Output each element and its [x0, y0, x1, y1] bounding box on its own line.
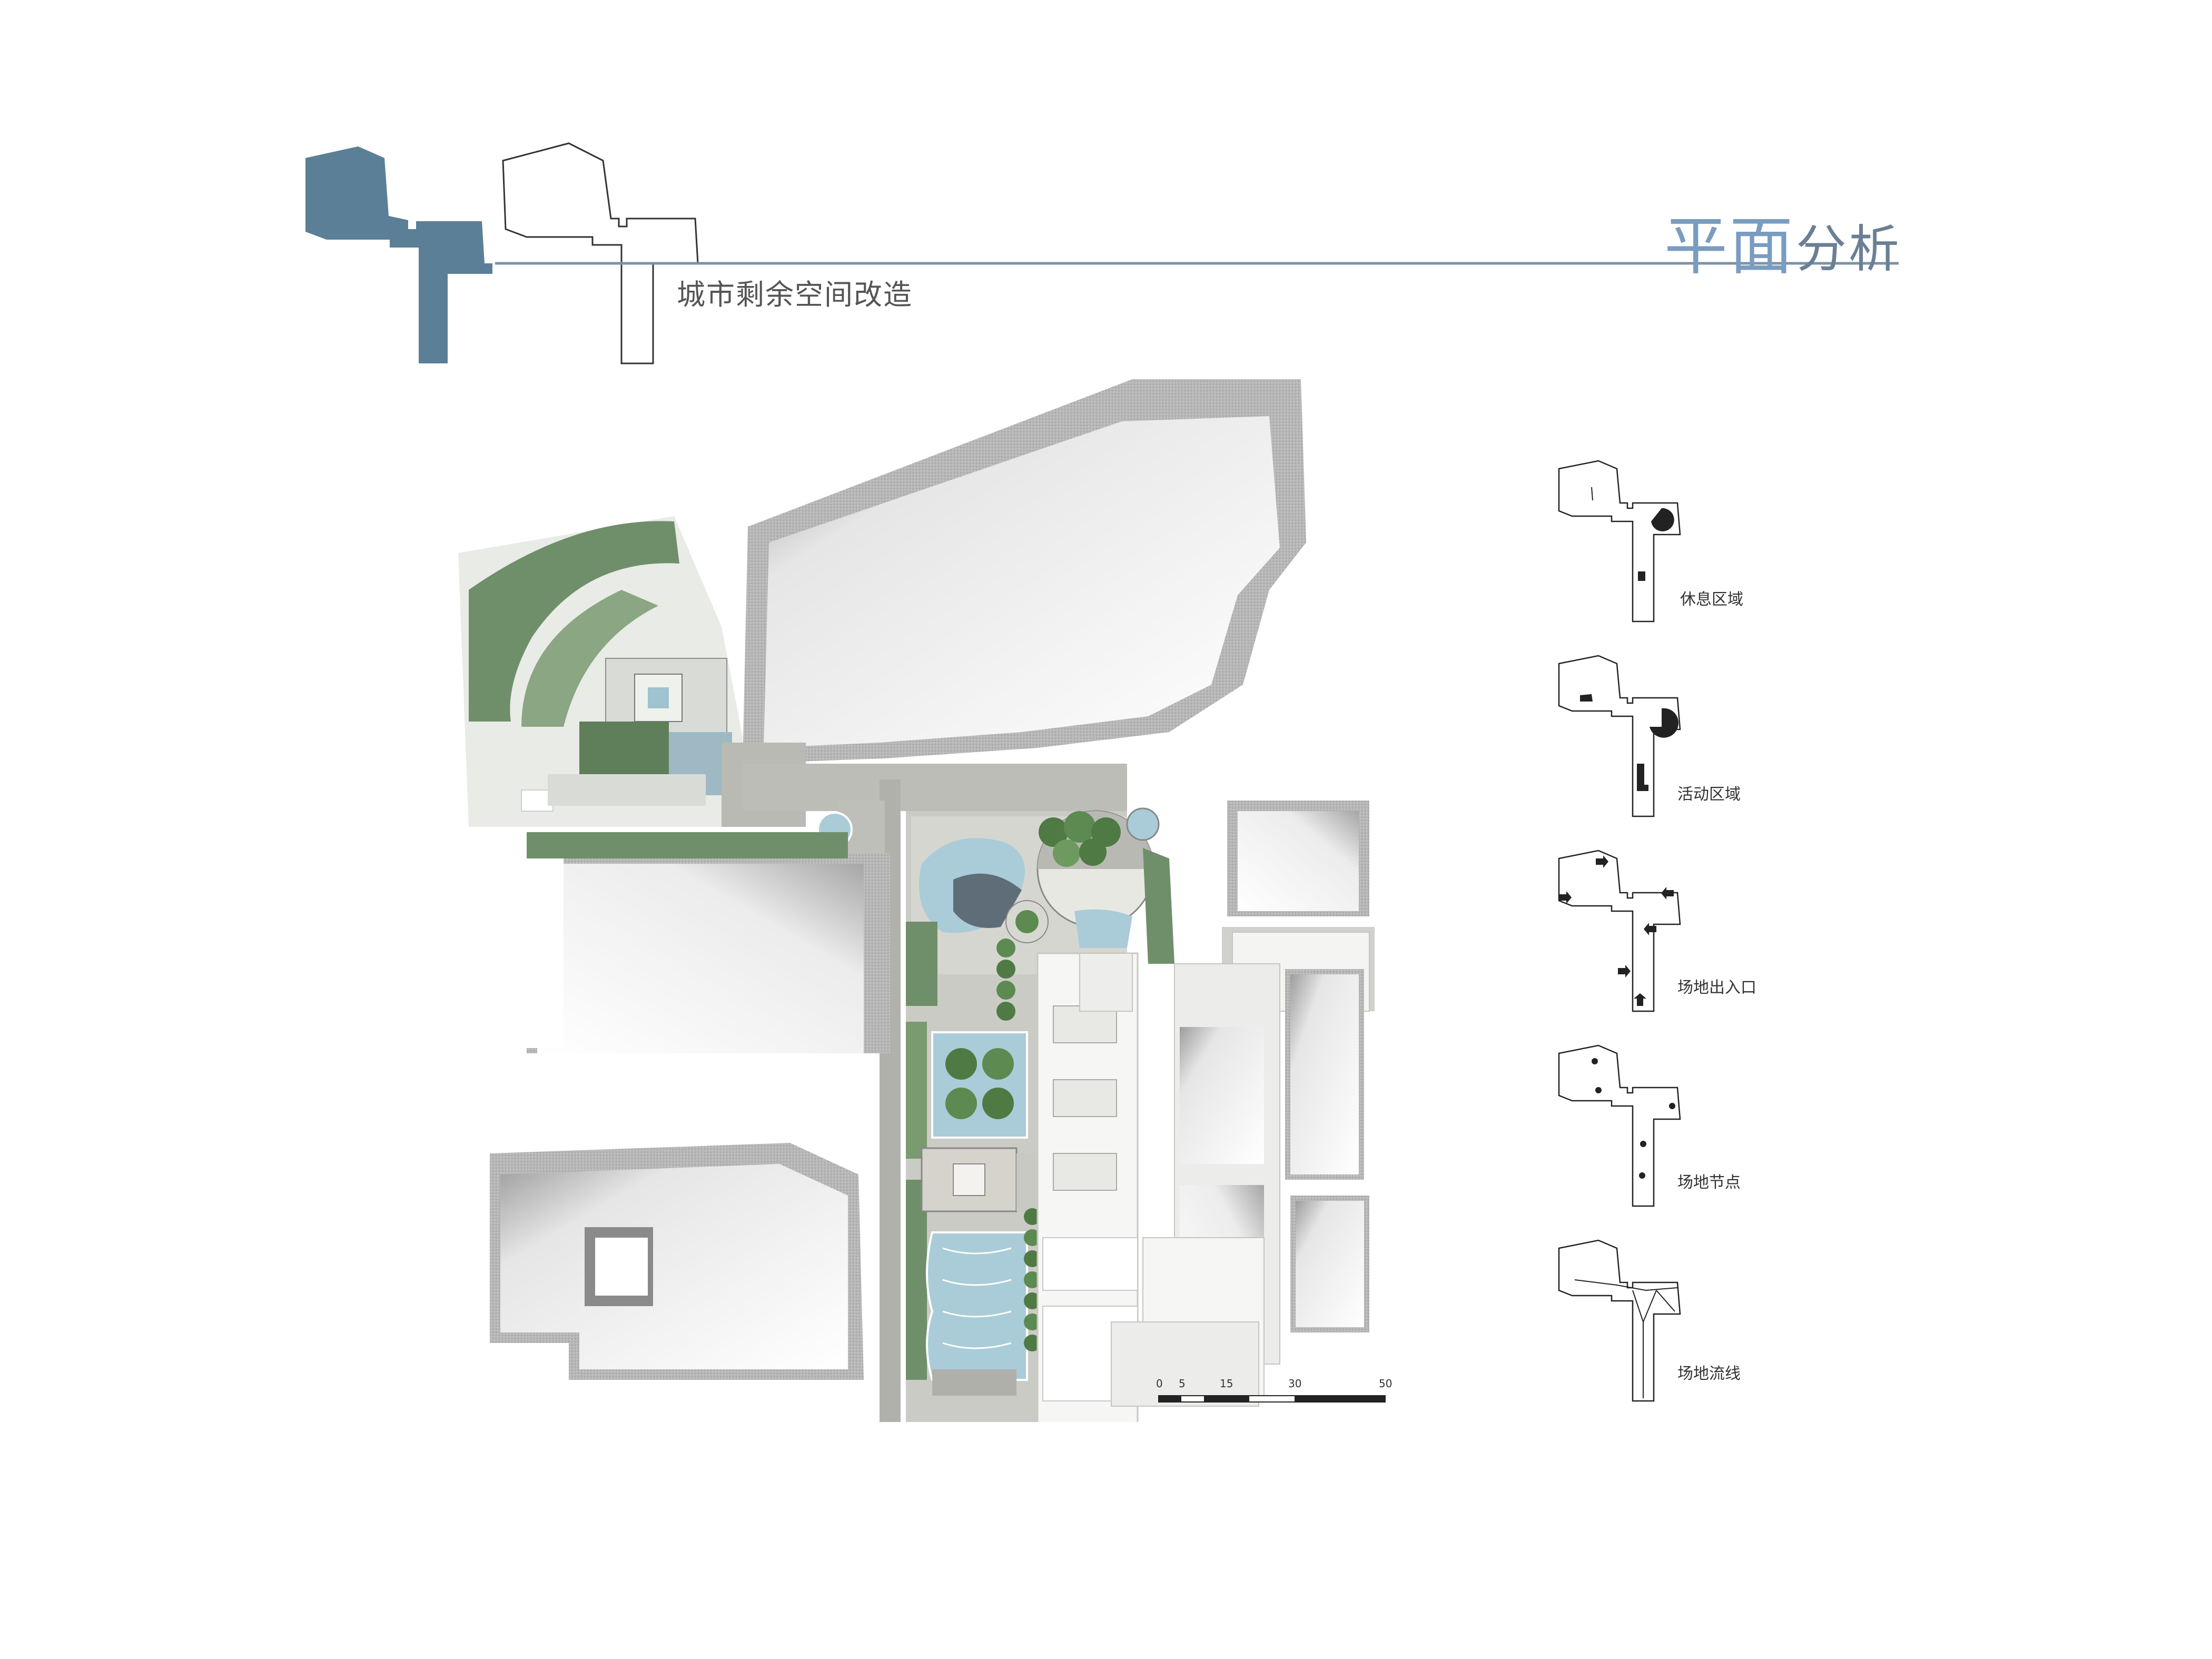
legend-thumbnails [1558, 460, 1681, 1402]
building-central-slab [1036, 952, 1139, 1422]
north-plaza-paving [527, 774, 848, 858]
site-plan [458, 379, 1375, 1422]
legend-activity-area-diagram [1558, 655, 1681, 817]
legend-nodes-diagram [1558, 1044, 1681, 1207]
building-tower-north [743, 379, 1306, 764]
page-subtitle: 城市剩余空间改造 [677, 278, 913, 311]
page-title-sub: 分析 [1796, 220, 1901, 279]
legend-entrances-diagram [1558, 850, 1681, 1012]
tree-pool [931, 1031, 1028, 1139]
legend-label-nodes: 场地节点 [1677, 1173, 1741, 1192]
legend-rest-area-diagram [1558, 460, 1681, 623]
legend-circulation-diagram [1558, 1239, 1681, 1402]
scale-tick-5: 5 [1179, 1377, 1186, 1390]
building-west [495, 853, 890, 1053]
northwest-garden [458, 516, 806, 827]
pavilion [921, 1147, 1053, 1212]
central-water-garden [911, 807, 1174, 974]
tree-row [996, 939, 1015, 1021]
building-east-cluster [1079, 801, 1375, 1407]
scale-tick-30: 30 [1288, 1377, 1302, 1390]
south-water-feature [926, 1208, 1041, 1396]
legend-label-activity-area: 活动区域 [1677, 785, 1741, 804]
scale-tick-0: 0 [1156, 1377, 1163, 1390]
scale-tick-50: 50 [1379, 1377, 1393, 1390]
site-silhouette-outline [502, 142, 699, 364]
legend-label-circulation: 场地流线 [1677, 1365, 1741, 1383]
scale-tick-15: 15 [1220, 1377, 1233, 1390]
legend-label-rest-area: 休息区域 [1680, 590, 1743, 609]
building-southwest [490, 1143, 864, 1380]
scale-bar [1158, 1395, 1386, 1403]
page-title-main: 平面 [1664, 210, 1795, 283]
west-planting-strip [906, 922, 937, 1380]
legend-label-entrances: 场地出入口 [1677, 979, 1756, 997]
header-graphic [305, 142, 1899, 364]
site-silhouette-filled [305, 146, 492, 363]
